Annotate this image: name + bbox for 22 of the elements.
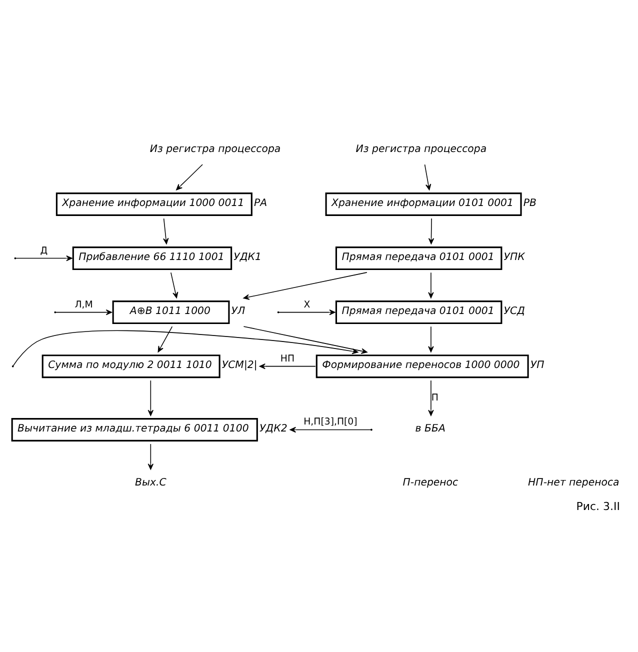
label: П-перенос [402,478,458,489]
edge-label: П [431,392,438,404]
edge-label: Н,П[3],П[0] [304,416,358,428]
node-text: Из регистра процессора [356,144,487,156]
node-label: УЛ [231,306,246,318]
node-text: Вых.С [135,478,166,489]
node-label: УДК2 [259,424,288,435]
node-text: в ББА [415,424,446,435]
label: НП-нет переноса [528,478,620,489]
edge-label: Х [304,299,310,310]
node-label: УПК [504,252,525,264]
edge-label: Д [40,245,48,256]
node-text: Из регистра процессора [150,144,281,156]
caption: Рис. 3.II [576,500,620,513]
node-label: РВ [523,198,536,210]
node-label: РА [254,198,268,210]
edge-label: Л,М [74,299,93,310]
node-label: УСМ|2| [222,360,258,372]
node-label: УСД [504,306,525,318]
edge-label: НП [280,353,295,364]
node-label: УП [530,360,544,372]
node-label: УДК1 [234,252,262,264]
